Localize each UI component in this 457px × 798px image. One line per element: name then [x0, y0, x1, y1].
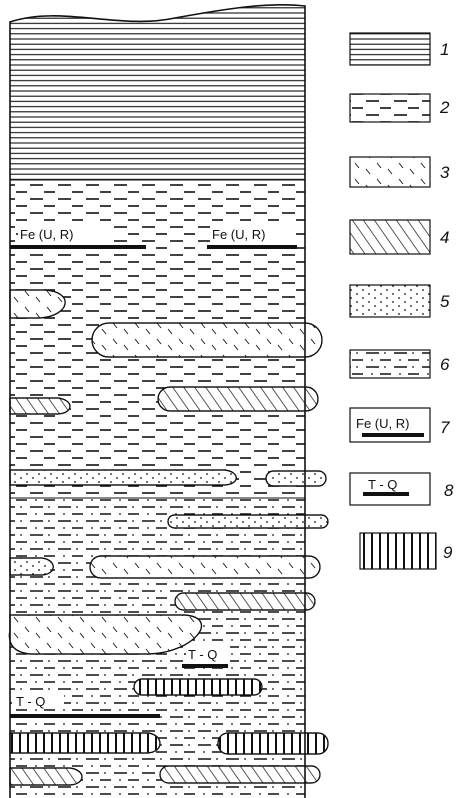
- stratigraphic-column: Fe (U, R) Fe (U, R) T - Q T - Q: [9, 5, 328, 798]
- dash-dot-icon: [350, 350, 430, 378]
- legend-number: 5: [440, 292, 450, 311]
- fe-label-left: Fe (U, R): [20, 227, 73, 242]
- tq-label-lower: T - Q: [16, 694, 45, 709]
- legend-fe-text: Fe (U, R): [356, 416, 409, 431]
- legend-number: 7: [440, 418, 450, 437]
- legend-number: 3: [440, 163, 450, 182]
- legend-item-1: 1: [350, 33, 449, 65]
- long-dashes-icon: [350, 94, 430, 122]
- vertical-lines-icon: [360, 533, 436, 569]
- legend-item-6: 6: [350, 350, 450, 378]
- legend-item-9: 9: [360, 533, 453, 569]
- tq-marker-bar-upper: [182, 664, 228, 668]
- sparse-ticks-icon: [350, 157, 430, 187]
- legend: 1 2 3 4 5 6 Fe (U, R) 7: [350, 33, 454, 569]
- legend-number: 1: [440, 40, 449, 59]
- dots-icon: [350, 285, 430, 317]
- tq-label-upper: T - Q: [188, 647, 217, 662]
- legend-number: 4: [440, 228, 449, 247]
- fe-marker-bar-right: [207, 245, 297, 249]
- legend-number: 6: [440, 355, 450, 374]
- fe-label-right: Fe (U, R): [212, 227, 265, 242]
- tq-marker-bar-lower: [10, 714, 160, 718]
- legend-item-4: 4: [350, 220, 449, 254]
- legend-item-5: 5: [350, 285, 450, 317]
- legend-number: 2: [439, 98, 450, 117]
- legend-number: 8: [444, 481, 454, 500]
- diagonal-hatch-icon: [350, 220, 430, 254]
- legend-number: 9: [443, 543, 453, 562]
- legend-item-7: Fe (U, R) 7: [350, 408, 450, 442]
- legend-item-2: 2: [350, 94, 450, 122]
- fe-marker-bar-left: [10, 245, 146, 249]
- legend-item-8: T - Q 8: [350, 473, 454, 505]
- legend-item-3: 3: [350, 157, 450, 187]
- layer-horizontal-lines: [10, 5, 305, 180]
- legend-tq-text: T - Q: [368, 477, 397, 492]
- horizontal-lines-icon: [350, 33, 430, 65]
